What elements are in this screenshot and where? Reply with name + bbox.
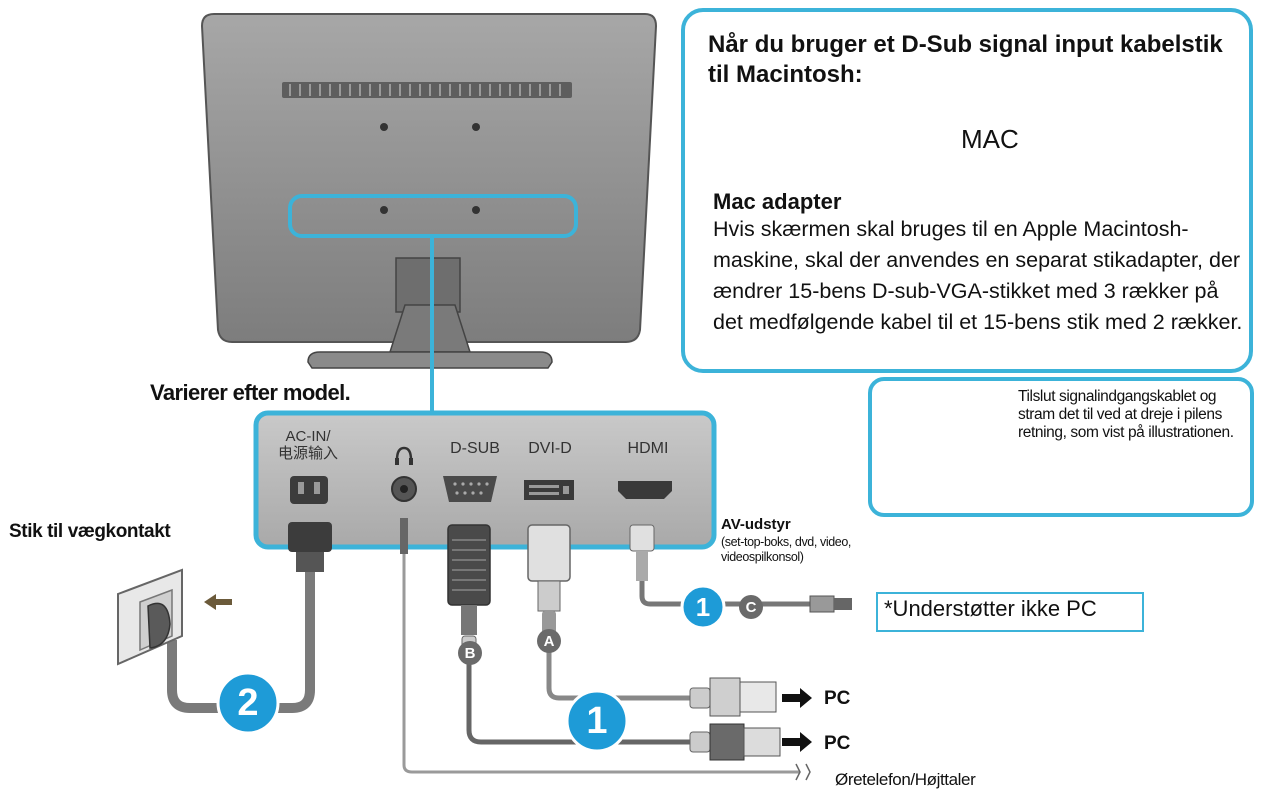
cable-letter-b: B	[464, 645, 476, 662]
step-badges	[216, 584, 763, 753]
screw-instruction: Tilslut signalindgangskablet og stram de…	[1018, 388, 1234, 441]
mac-box-title: Når du bruger et D-Sub signal input kabe…	[708, 31, 1223, 88]
av-equipment-subtitle: (set-top-boks, dvd, video, videospilkons…	[721, 535, 851, 564]
mac-adapter-title: Mac adapter	[713, 189, 842, 214]
cable-letter-a: A	[543, 633, 555, 650]
headphone-cable	[400, 518, 811, 781]
wall-outlet-label: Stik til vægkontakt	[9, 521, 171, 542]
mac-info-box	[681, 8, 1253, 373]
pc-label-dvi: PC	[824, 688, 851, 709]
monitor-back	[200, 13, 658, 369]
mac-arrow-label: MAC	[961, 124, 1019, 154]
power-cable	[117, 522, 332, 713]
port-label-hdmi: HDMI	[627, 440, 669, 457]
mac-adapter-body: Hvis skærmen skal bruges til en Apple Ma…	[713, 217, 1243, 334]
no-pc-note-box	[876, 592, 1144, 632]
port-label-ac-in: AC-IN/ 电源输入	[277, 428, 338, 462]
av-equipment-title: AV-udstyr	[721, 516, 791, 533]
screw-info-box	[868, 377, 1254, 517]
step-badge-pc: 1	[586, 700, 608, 742]
pc-label-dsub: PC	[824, 733, 851, 754]
dsub-cable	[447, 524, 812, 761]
step-badge-power: 2	[237, 682, 259, 724]
headphone-label: Øretelefon/Højttaler	[835, 770, 976, 789]
model-note: Varierer efter model.	[150, 380, 351, 405]
cable-letter-c: C	[745, 599, 757, 616]
port-label-dvid: DVI-D	[528, 440, 572, 457]
step-badge-av: 1	[695, 592, 711, 622]
no-pc-note: *Understøtter ikke PC	[884, 596, 1097, 621]
hdmi-cable	[629, 524, 852, 613]
dvid-cable	[527, 524, 812, 717]
port-label-dsub: D-SUB	[450, 440, 500, 457]
